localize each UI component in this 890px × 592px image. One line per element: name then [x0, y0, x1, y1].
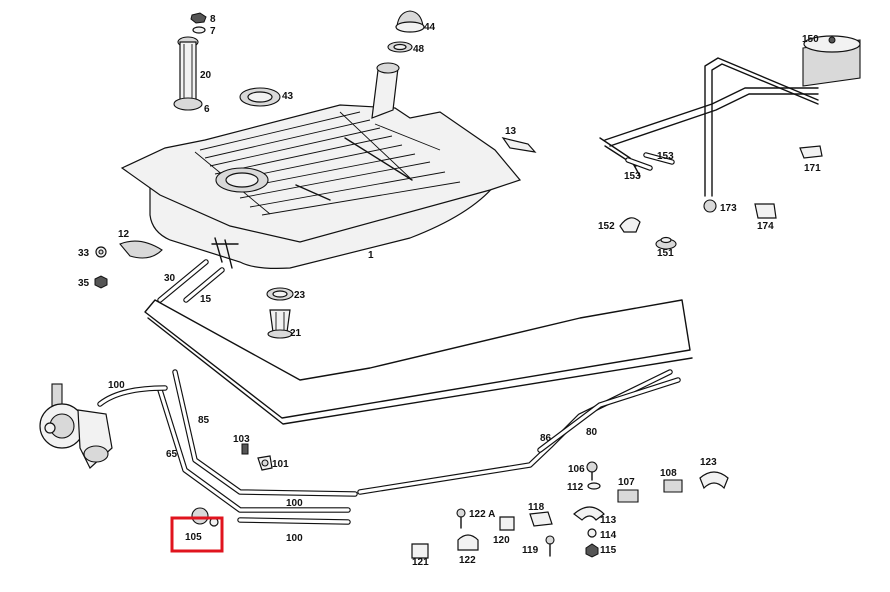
label-part-33: 33 — [78, 248, 90, 259]
vent-hose-153-b[interactable] — [643, 152, 675, 165]
label-part-122a: 122 A — [469, 509, 495, 520]
bolt-106[interactable] — [586, 461, 598, 481]
sender-nut[interactable] — [190, 12, 207, 24]
fuel-line-80[interactable] — [537, 377, 681, 453]
label-part-118: 118 — [528, 502, 545, 513]
grommet-151[interactable] — [655, 236, 677, 250]
fuel-line-85[interactable] — [172, 369, 358, 497]
fuel-level-sender[interactable] — [173, 36, 203, 111]
washer-112[interactable] — [587, 482, 601, 490]
label-part-153-a: 153 — [624, 171, 641, 182]
label-part-85: 85 — [198, 415, 210, 426]
fuel-strainer[interactable] — [267, 309, 293, 339]
fuel-pump[interactable] — [39, 383, 113, 469]
label-part-119: 119 — [522, 545, 539, 556]
fuel-line-86[interactable] — [357, 369, 673, 495]
label-part-35: 35 — [78, 278, 90, 289]
nut-35[interactable] — [94, 275, 108, 289]
fuel-tank[interactable] — [120, 62, 522, 269]
clip-120[interactable] — [499, 516, 515, 531]
sender-washer[interactable] — [192, 26, 206, 34]
washer-33[interactable] — [95, 246, 107, 258]
label-part-152: 152 — [598, 221, 615, 232]
label-part-103: 103 — [233, 434, 250, 445]
clamp-122[interactable] — [457, 534, 479, 551]
label-part-12: 12 — [118, 229, 130, 240]
vent-hose-153-a[interactable] — [625, 157, 653, 171]
cap-152[interactable] — [619, 217, 641, 233]
label-part-6: 6 — [204, 104, 210, 115]
fuel-line-100-lower[interactable] — [237, 517, 351, 525]
label-part-173: 173 — [720, 203, 737, 214]
label-part-23: 23 — [294, 290, 306, 301]
label-part-174: 174 — [757, 221, 774, 232]
label-part-21: 21 — [290, 328, 302, 339]
screw-122a[interactable] — [456, 508, 466, 529]
label-part-114: 114 — [600, 530, 617, 541]
label-part-48: 48 — [413, 44, 425, 55]
label-part-7: 7 — [210, 26, 216, 37]
hose-15[interactable] — [183, 267, 225, 303]
label-part-80: 80 — [586, 427, 598, 438]
strainer-seal[interactable] — [266, 287, 294, 301]
bracket-113[interactable] — [573, 506, 605, 521]
label-part-100-a: 100 — [108, 380, 125, 391]
label-part-113: 113 — [600, 515, 617, 526]
label-part-122: 122 — [459, 555, 476, 566]
banjo-bolt[interactable] — [241, 443, 249, 455]
label-part-123: 123 — [700, 457, 717, 468]
fuel-line-65[interactable] — [157, 387, 351, 513]
label-part-115: 115 — [600, 545, 617, 556]
washer-114[interactable] — [587, 528, 597, 538]
hose-30[interactable] — [157, 259, 209, 303]
label-part-1: 1 — [368, 250, 374, 261]
label-part-171: 171 — [804, 163, 821, 174]
label-part-20: 20 — [200, 70, 212, 81]
label-part-120: 120 — [493, 535, 510, 546]
label-part-108: 108 — [660, 468, 677, 479]
clip-121[interactable] — [411, 543, 429, 559]
label-part-105: 105 — [185, 532, 202, 543]
label-part-44: 44 — [424, 22, 436, 33]
label-part-8: 8 — [210, 14, 216, 25]
fuel-line-loop[interactable] — [144, 299, 693, 425]
label-part-86: 86 — [540, 433, 552, 444]
bracket-123[interactable] — [699, 471, 729, 490]
fuel-line-100-upper[interactable] — [97, 385, 168, 407]
label-part-112: 112 — [567, 482, 584, 493]
label-part-13: 13 — [505, 126, 517, 137]
label-part-100-c: 100 — [286, 533, 303, 544]
filler-seal[interactable] — [387, 41, 413, 53]
label-part-30: 30 — [164, 273, 176, 284]
label-part-106: 106 — [568, 464, 585, 475]
fitting-101[interactable] — [257, 455, 273, 471]
label-part-43: 43 — [282, 91, 294, 102]
filler-cap[interactable] — [395, 10, 425, 33]
label-part-65: 65 — [166, 449, 178, 460]
tank-bracket[interactable] — [501, 137, 537, 153]
sender-gasket[interactable] — [239, 87, 281, 107]
mounting-plate[interactable] — [119, 240, 163, 259]
clamp-105[interactable] — [191, 507, 219, 527]
clip-171[interactable] — [799, 145, 823, 159]
clip-108[interactable] — [663, 479, 683, 493]
label-part-121: 121 — [412, 557, 429, 568]
clip-118[interactable] — [529, 511, 553, 527]
clip-174[interactable] — [754, 203, 777, 219]
clip-107[interactable] — [617, 489, 639, 503]
label-part-107: 107 — [618, 477, 635, 488]
label-part-151: 151 — [657, 248, 674, 259]
label-part-150: 150 — [802, 34, 819, 45]
nut-115[interactable] — [585, 543, 599, 558]
label-part-100-b: 100 — [286, 498, 303, 509]
screw-119[interactable] — [545, 535, 555, 557]
label-part-101: 101 — [272, 459, 289, 470]
valve-173[interactable] — [703, 199, 717, 213]
evap-canister[interactable] — [802, 35, 861, 87]
highlight-box-105 — [170, 516, 224, 553]
label-part-153-b: 153 — [657, 151, 674, 162]
label-part-15: 15 — [200, 294, 212, 305]
